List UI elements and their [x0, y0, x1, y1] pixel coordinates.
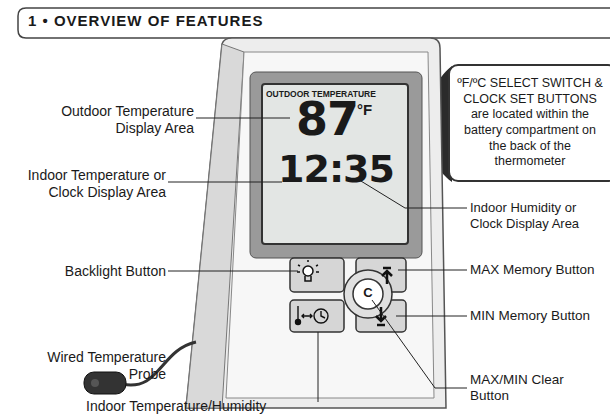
- down-arrow-icon: [376, 307, 386, 325]
- screen-frame: [250, 72, 422, 258]
- clear-button: [353, 279, 383, 309]
- leader-lines: [168, 118, 467, 402]
- part-label: MAX/MIN Clear Button: [470, 372, 580, 404]
- section-title: 1 • OVERVIEW OF FEATURES: [28, 12, 263, 30]
- callout-box: ºF/ºC SELECT SWITCH & CLOCK SET BUTTONS …: [448, 64, 610, 182]
- probe-tip: [91, 379, 99, 387]
- backlight-button: [290, 258, 344, 292]
- part-label: MAX Memory Button: [470, 262, 608, 278]
- button-ring: [344, 270, 392, 318]
- part-label: Indoor Temperature/Humidity: [86, 398, 316, 415]
- probe: [84, 372, 126, 394]
- button-letter: C: [360, 285, 376, 301]
- device-face: [226, 52, 434, 398]
- temp-clock-icon: [296, 306, 329, 325]
- part-label: Wired Temperature Probe: [30, 349, 166, 383]
- device-body: [186, 38, 446, 408]
- title-band: [18, 8, 610, 38]
- callout-text: ºF/ºC SELECT SWITCH & CLOCK SET BUTTONS …: [456, 76, 604, 170]
- part-label: Indoor Humidity or Clock Display Area: [470, 200, 608, 231]
- up-arrow-icon: [382, 268, 392, 284]
- part-label: Indoor Temperature or Clock Display Area: [10, 167, 166, 201]
- part-label: Outdoor Temperature Display Area: [30, 103, 194, 137]
- bulb-icon: [297, 260, 319, 281]
- lcd: [262, 84, 408, 244]
- lcd-unit: °F: [357, 101, 387, 119]
- lcd-digits: 12:35: [278, 150, 406, 188]
- part-label: Backlight Button: [30, 263, 166, 280]
- part-label: MIN Memory Button: [470, 308, 608, 324]
- lcd-digits: 87: [296, 96, 366, 142]
- mode-button: [290, 300, 344, 332]
